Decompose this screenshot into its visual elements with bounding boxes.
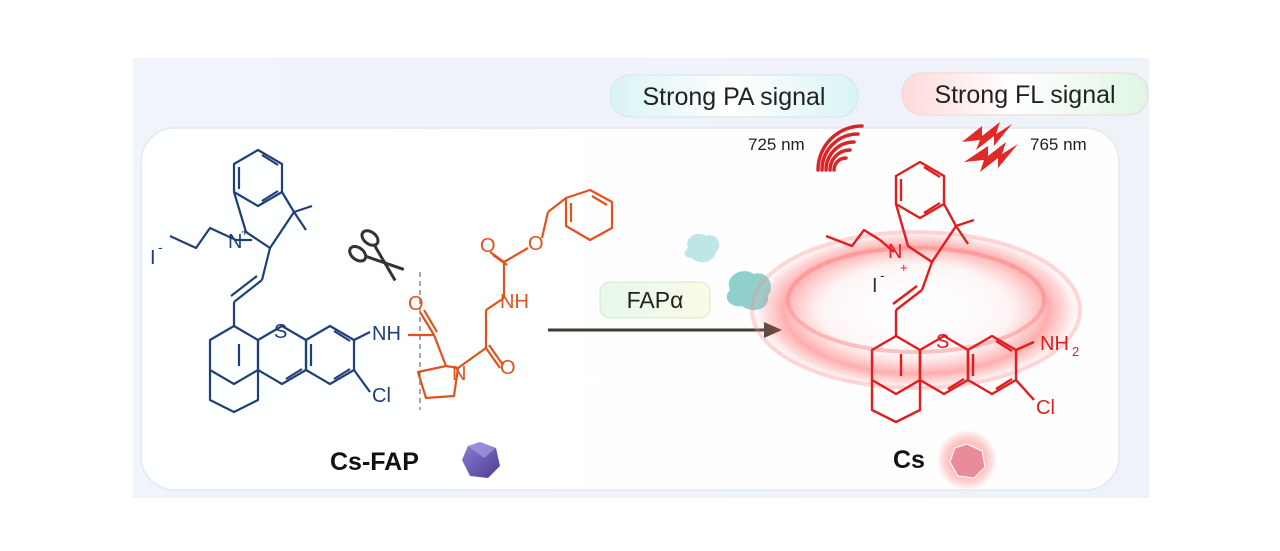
cs-fap-structure [169,148,371,414]
charge-minus: - [158,239,163,255]
fl-signal-badge [901,72,1149,116]
cs-atom-cl: Cl [1036,397,1055,419]
fl-wavelength: 765 nm [1030,135,1087,154]
product-cube-icon [949,443,986,479]
atom-nh: NH [372,323,401,345]
atom-nh-amide: NH [500,291,529,313]
pa-signal-badge [609,74,859,118]
cs-charge-minus: - [880,267,885,283]
cs-atom-iodide: I [872,275,878,297]
cs-structure [825,160,1035,424]
scissors-icon [348,229,405,282]
cs-atom-s: S [936,331,949,353]
glow-ring-outer [750,230,1082,390]
atom-n-ring: N [452,363,466,385]
atom-o-1: O [408,293,424,315]
atom-iodide: I [150,247,156,269]
enzyme-blob-small-icon [684,233,720,263]
label-cs: Cs [893,446,925,474]
atom-s: S [274,321,287,343]
enzyme-label: FAPα [627,287,684,313]
cs-atom-sub2: 2 [1072,344,1079,359]
atom-cl: Cl [372,385,391,407]
pa-wavelength: 725 nm [748,135,805,154]
atom-o-2: O [500,357,516,379]
glow-ring-inner [786,246,1046,354]
fl-signal-icon [962,122,1018,172]
cs-atom-n-plus: N [888,241,902,263]
cs-atom-nh2: NH [1040,333,1069,355]
cs-fap-atoms: N + I - S NH Cl [150,224,401,407]
cs-charge-plus: + [900,260,908,275]
pa-signal-text: Strong PA signal [643,83,826,111]
pa-signal-icon [816,124,864,172]
label-cs-fap: Cs-FAP [330,448,419,476]
enzyme-badge [599,281,711,319]
fl-signal-text: Strong FL signal [934,81,1115,109]
peptide-atoms: O N O O O NH [408,233,544,385]
atom-o-4: O [528,233,544,255]
atom-n-plus: N [228,231,242,253]
charge-plus: + [241,224,249,239]
cs-atoms: N + I - S NH 2 Cl [872,241,1079,419]
fluorescence-glow [746,228,1086,392]
probe-cube-facet [468,442,496,458]
peptide-structure [408,188,614,400]
atom-o-3: O [480,235,496,257]
